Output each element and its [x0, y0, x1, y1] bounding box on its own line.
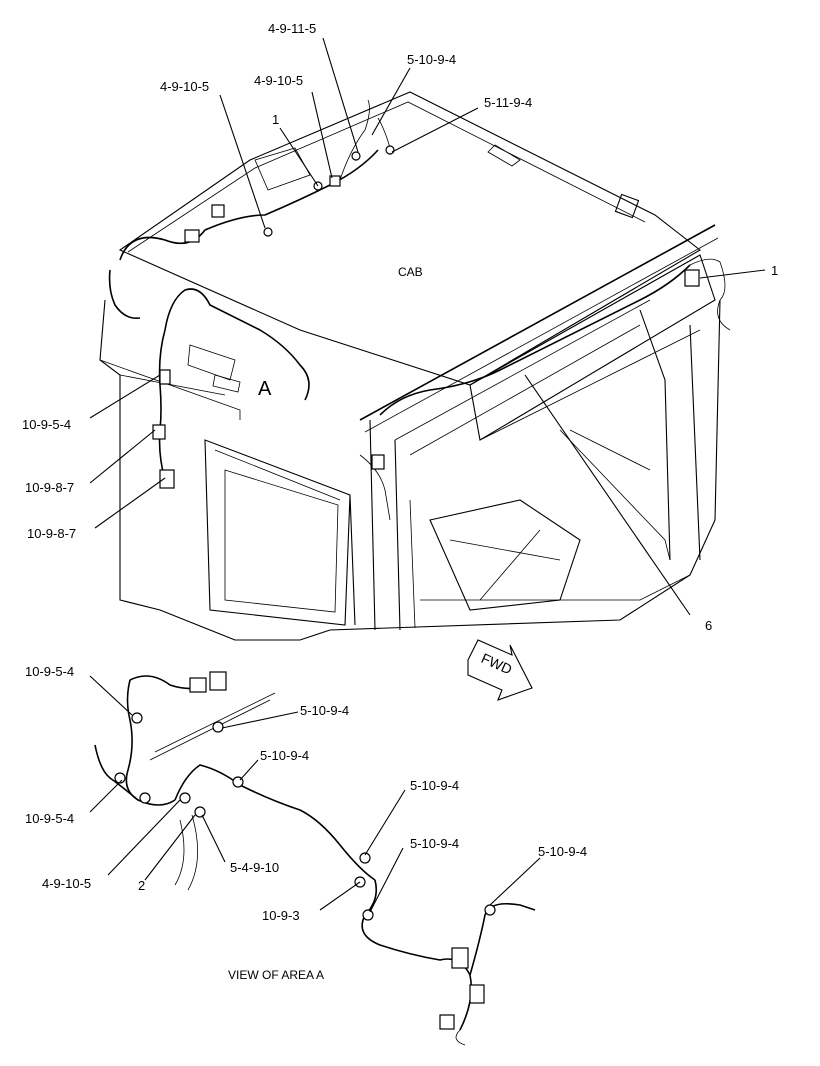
callout-10-9-5-4-top: 10-9-5-4: [22, 417, 71, 432]
area-a-leaders: [89, 675, 541, 913]
callout-10-9-8-7-b: 10-9-8-7: [27, 526, 76, 541]
callout-10-9-5-4-b: 10-9-5-4: [25, 811, 74, 826]
callout-5-10-9-4-d: 5-10-9-4: [410, 836, 459, 851]
area-a-label: A: [258, 378, 272, 400]
callout-4-9-11-5: 4-9-11-5: [268, 21, 316, 36]
callout-6: 6: [705, 618, 712, 633]
callout-1-left: 1: [272, 112, 279, 127]
callout-1-right: 1: [771, 263, 778, 278]
area-a-harness: [94, 671, 536, 1046]
fwd-arrow: FWD: [467, 639, 533, 701]
upper-harness: [108, 99, 731, 521]
upper-leaders: [89, 37, 766, 616]
callout-4-9-10-5-left: 4-9-10-5: [160, 79, 209, 94]
callout-5-10-9-4-top: 5-10-9-4: [407, 52, 456, 67]
callout-5-10-9-4-b: 5-10-9-4: [260, 748, 309, 763]
callout-10-9-5-4-a: 10-9-5-4: [25, 664, 74, 679]
callout-4-9-10-5-mid: 4-9-10-5: [254, 73, 303, 88]
callout-5-10-9-4-a: 5-10-9-4: [300, 703, 349, 718]
callout-10-9-8-7-a: 10-9-8-7: [25, 480, 74, 495]
callout-5-10-9-4-e: 5-10-9-4: [538, 844, 587, 859]
cab-drawing: [99, 91, 721, 641]
callout-5-4-9-10: 5-4-9-10: [230, 860, 279, 875]
callout-4-9-10-5-b: 4-9-10-5: [42, 876, 91, 891]
callout-10-9-3: 10-9-3: [262, 908, 300, 923]
callout-5-11-9-4: 5-11-9-4: [484, 95, 532, 110]
cab-label: CAB: [398, 265, 423, 279]
callout-2: 2: [138, 878, 145, 893]
callout-5-10-9-4-c: 5-10-9-4: [410, 778, 459, 793]
view-caption: VIEW OF AREA A: [228, 968, 324, 982]
